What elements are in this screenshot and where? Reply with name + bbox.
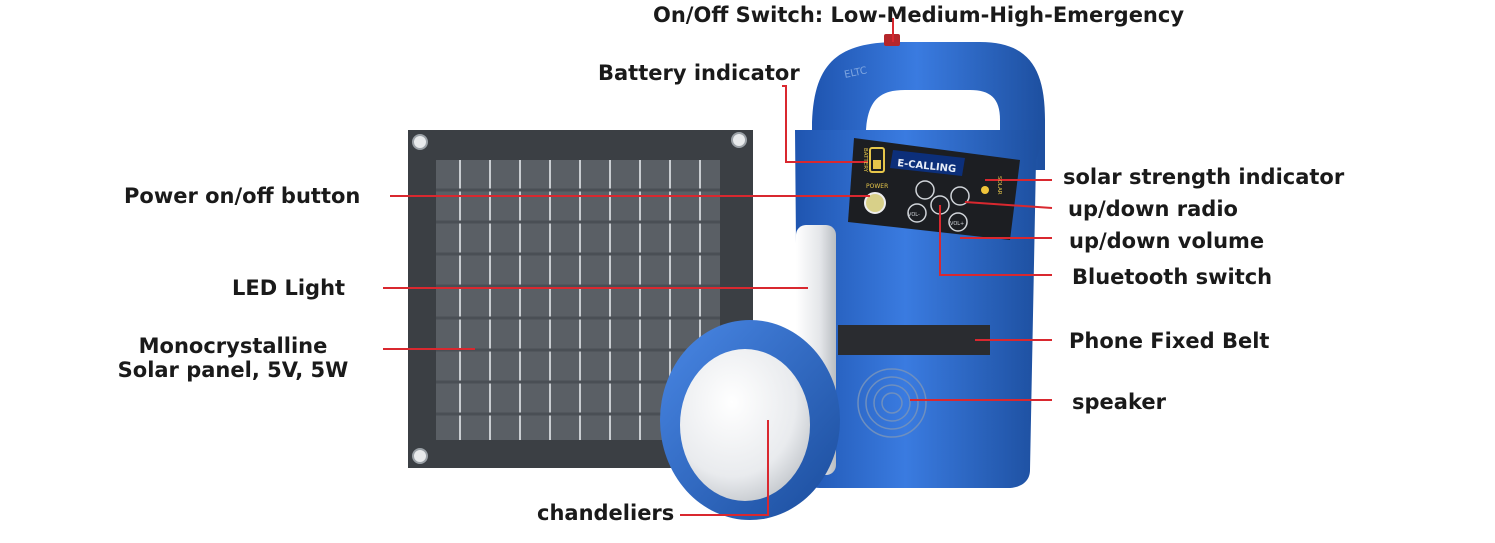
leader-lines [383,18,1053,516]
leader-battery [782,85,868,163]
device-solar-text: SOLAR [996,176,1002,195]
label-volume: up/down volume [1069,229,1265,253]
chandelier-lamp [660,320,840,520]
label-power-button: Power on/off button [124,184,361,208]
label-phone-belt: Phone Fixed Belt [1069,329,1270,353]
device-battery-text: BATTERY [862,148,868,173]
label-speaker: speaker [1072,390,1166,414]
device-vol-minus-text: VOL- [908,212,920,218]
label-solar-panel: Monocrystalline Solar panel, 5V, 5W [108,334,358,382]
label-solar-strength: solar strength indicator [1063,165,1345,189]
label-bluetooth: Bluetooth switch [1072,265,1273,289]
device-brand-text: ELTC [843,65,868,81]
device-vol-plus-text: VOL+ [950,221,964,227]
label-solar-panel-line1: Monocrystalline [138,334,328,358]
device-body [795,34,1045,488]
label-battery-indicator: Battery indicator [598,61,800,85]
device-power-text: POWER [866,183,888,190]
leader-bluetooth [939,205,1052,276]
leader-chandeliers [680,420,769,516]
label-onoff-switch: On/Off Switch: Low-Medium-High-Emergency [653,3,1185,27]
label-solar-panel-line2: Solar panel, 5V, 5W [117,358,349,382]
label-led-light: LED Light [232,276,346,300]
label-radio: up/down radio [1068,197,1238,221]
label-chandeliers: chandeliers [537,501,675,525]
leader-radio [964,201,1053,209]
